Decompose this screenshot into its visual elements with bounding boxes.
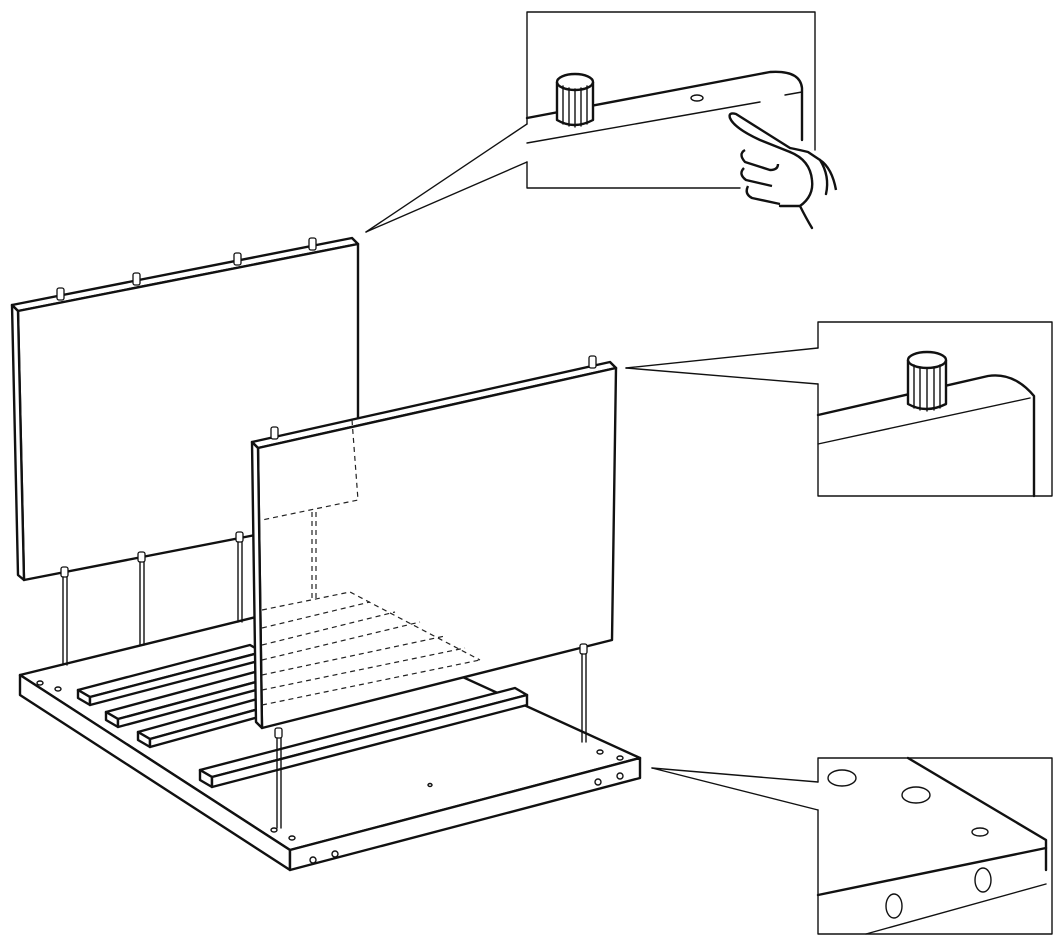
hole-icon bbox=[885, 893, 903, 919]
base-holes-corner-detail bbox=[651, 756, 1053, 935]
dowel-icon bbox=[132, 272, 141, 286]
dowel-icon bbox=[137, 551, 146, 563]
back-panel-bottom-dowels bbox=[60, 531, 244, 666]
pointing-hand-icon bbox=[728, 112, 838, 230]
base-board-front-edge bbox=[288, 756, 642, 872]
hole-icon bbox=[974, 867, 992, 893]
base-holes bbox=[827, 769, 992, 919]
dowel-icon bbox=[235, 531, 244, 543]
hole-icon bbox=[901, 786, 931, 804]
dowel-icon bbox=[308, 237, 317, 251]
back-panel-top-dowels bbox=[56, 237, 317, 301]
dowel-icon bbox=[906, 350, 948, 412]
guide-rails bbox=[76, 643, 529, 789]
front-panel-hidden-lines bbox=[261, 419, 481, 706]
hole-icon bbox=[971, 827, 989, 837]
front-panel-bottom-dowels bbox=[274, 643, 588, 829]
dowel-top-edge-detail-with-hand bbox=[365, 11, 838, 233]
dowel-icon bbox=[579, 643, 588, 655]
front-panel-top-dowels bbox=[270, 355, 597, 440]
dowel-icon bbox=[56, 287, 65, 301]
hole-icon bbox=[690, 94, 704, 102]
front-panel-side-edge bbox=[250, 440, 264, 730]
back-panel-side-edge bbox=[10, 303, 26, 582]
dowel-icon bbox=[270, 426, 279, 440]
base-board-holes bbox=[36, 680, 624, 864]
dowel-icon bbox=[274, 727, 283, 739]
front-panel bbox=[250, 355, 618, 829]
hole-icon bbox=[827, 769, 857, 787]
dowel-icon bbox=[60, 566, 69, 578]
dowel-corner-detail bbox=[625, 321, 1053, 498]
dowel-icon bbox=[588, 355, 597, 369]
dowel-icon bbox=[555, 72, 595, 128]
guide-rail bbox=[198, 686, 529, 789]
dowel-icon bbox=[233, 252, 242, 266]
